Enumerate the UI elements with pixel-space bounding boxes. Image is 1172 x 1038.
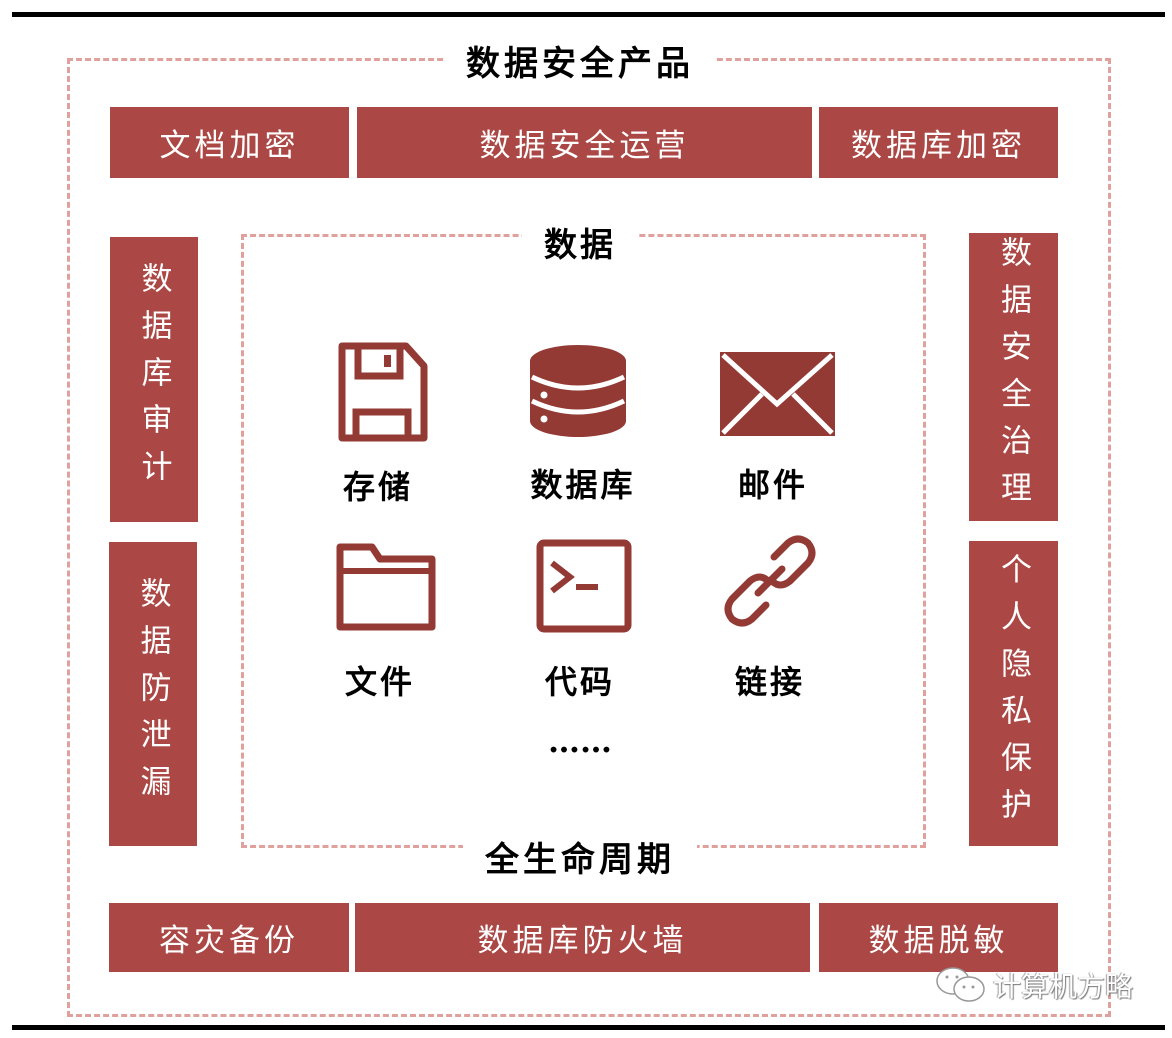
product-document-encryption: 文档加密 [110,107,349,178]
item-label-database: 数据库 [530,466,636,504]
terminal-icon [536,539,632,633]
product-data-security-operations: 数据安全运营 [357,107,812,178]
item-label-file: 文件 [344,663,416,701]
product-personal-privacy: 个人隐私保护 [969,541,1058,846]
item-label-code: 代码 [544,663,616,701]
top-rule [12,12,1165,17]
product-data-security-governance: 数据安全治理 [969,233,1058,521]
item-label-link: 链接 [734,663,806,701]
inner-title: 数据 [522,218,638,266]
wechat-icon [936,967,985,1002]
product-database-firewall: 数据库防火墙 [355,903,810,972]
product-database-encryption: 数据库加密 [819,107,1058,178]
item-label-email: 邮件 [737,466,809,504]
ellipsis: …… [548,722,612,760]
product-data-leak-prevention: 数据防泄漏 [109,542,197,846]
lifecycle-label: 全生命周期 [463,832,697,881]
envelope-icon [720,352,835,436]
bottom-rule [12,1025,1165,1030]
folder-icon [336,543,436,631]
item-label-storage: 存储 [342,468,414,506]
diagram-title: 数据安全产品 [444,36,716,85]
link-icon [724,535,816,627]
watermark-text: 计算机方略 [993,970,1134,1003]
database-icon [530,345,626,437]
product-database-audit: 数据库审计 [110,237,198,522]
product-data-masking: 数据脱敏 [819,903,1058,972]
product-disaster-backup: 容灾备份 [109,903,349,972]
watermark: 计算机方略 [935,965,1133,1005]
floppy-disk-icon [338,342,428,442]
